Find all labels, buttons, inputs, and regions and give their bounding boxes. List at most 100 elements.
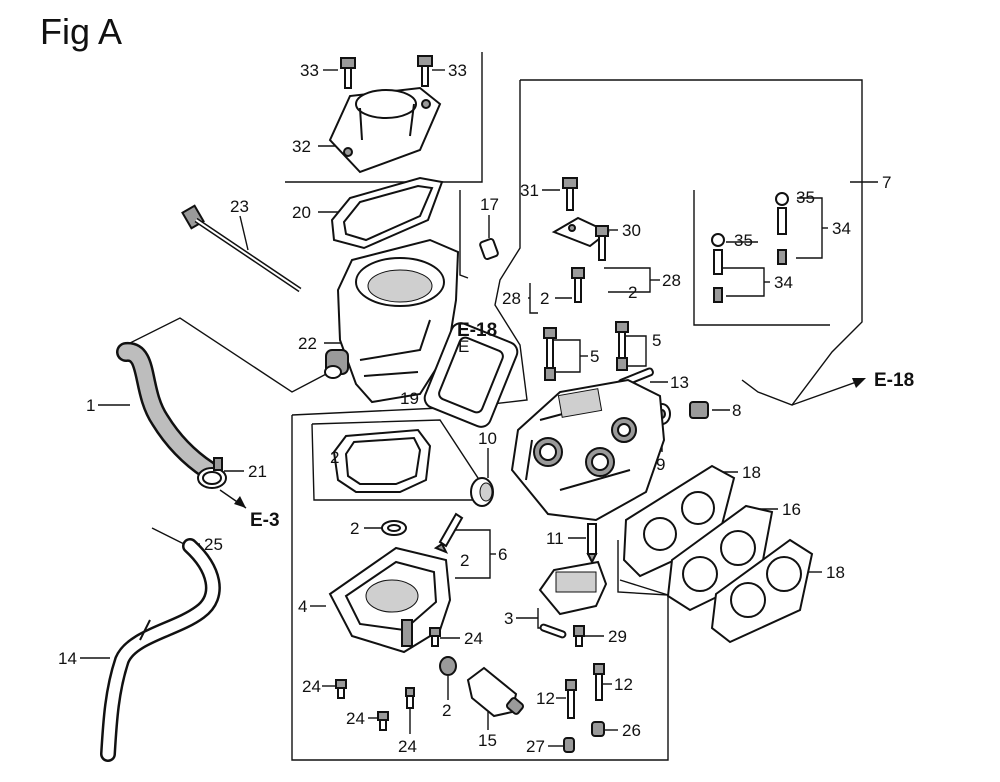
- part-label: 10: [478, 429, 497, 448]
- jet-35-b: [711, 233, 725, 303]
- part-label: 29: [608, 627, 627, 646]
- part-label: 2: [460, 551, 469, 570]
- part-label: 20: [292, 203, 311, 222]
- clamp-21: [197, 457, 227, 489]
- part-label: 16: [782, 500, 801, 519]
- part-label: 19: [400, 389, 419, 408]
- part-label: 33: [448, 61, 467, 80]
- part-label: 14: [58, 649, 77, 668]
- gasket-2-bowl: [332, 428, 432, 493]
- bolt-33-left: [340, 57, 356, 89]
- ref-label-e18-left: E-18: [457, 320, 497, 341]
- part-label: 33: [300, 61, 319, 80]
- ref-label-e3: E-3: [250, 510, 280, 531]
- jet-35-a: [775, 192, 789, 265]
- part-label: 2: [330, 448, 339, 467]
- screw-5-a: [543, 327, 557, 381]
- bolt-33-right: [417, 55, 433, 87]
- part-label: 3: [504, 609, 513, 628]
- part-label: 6: [498, 545, 507, 564]
- part-label: 34: [774, 273, 793, 292]
- screw-28-b: [595, 225, 609, 261]
- float-3: [538, 560, 608, 639]
- gasket-20: [330, 176, 444, 250]
- part-label: 28: [502, 289, 521, 308]
- part-label: 32: [292, 137, 311, 156]
- nut-26: [591, 721, 605, 737]
- gasket-18-lower: [710, 538, 814, 644]
- part-label: E: [458, 337, 469, 356]
- part-label: 18: [742, 463, 761, 482]
- leader-lines: [80, 69, 878, 747]
- part-label: 25: [204, 535, 223, 554]
- screw-29: [573, 625, 585, 647]
- screw-6: [433, 512, 464, 554]
- part-drawings: [100, 55, 814, 762]
- part-label: 4: [298, 597, 307, 616]
- part-label: 27: [526, 737, 545, 756]
- bushing-10: [470, 477, 494, 507]
- part-label: 24: [346, 709, 365, 728]
- part-label: 23: [230, 197, 249, 216]
- jet-12-b: [565, 679, 577, 719]
- part-label: 31: [520, 181, 539, 200]
- nut-8: [689, 401, 709, 419]
- part-label: 24: [464, 629, 483, 648]
- gasket-18-upper: [622, 464, 736, 578]
- part-label: 26: [622, 721, 641, 740]
- elbow-32: [328, 86, 442, 174]
- bolt-23: [181, 204, 302, 293]
- solenoid-15: [466, 666, 524, 718]
- part-label: 12: [614, 675, 633, 694]
- part-label: 12: [536, 689, 555, 708]
- figure-title: Fig A: [40, 11, 122, 52]
- part-label: 22: [298, 334, 317, 353]
- part-label: 2: [442, 701, 451, 720]
- part-label: 15: [478, 731, 497, 750]
- pin-17: [479, 237, 499, 261]
- ref-labels: E-18 E-18 E-3: [250, 320, 914, 531]
- part-labels: 33 33 32 20 23 17 31 30 7 35 34 35 34 28…: [58, 61, 891, 756]
- part-label: 17: [480, 195, 499, 214]
- nut-27: [563, 737, 575, 753]
- part-label: 24: [302, 677, 321, 696]
- gasket-16: [666, 504, 774, 612]
- screw-24-a: [429, 627, 441, 647]
- part-label: 13: [670, 373, 689, 392]
- part-label: 5: [652, 331, 661, 350]
- carburetor-body: [510, 378, 666, 522]
- part-label: 2: [628, 283, 637, 302]
- part-label: 35: [734, 231, 753, 250]
- part-label: 5: [590, 347, 599, 366]
- part-label: 2: [350, 519, 359, 538]
- part-label: 11: [546, 529, 564, 548]
- housing-22: [324, 238, 460, 404]
- float-bowl-4: [328, 546, 452, 654]
- ref-label-e18-right: E-18: [874, 370, 914, 391]
- part-label: 34: [832, 219, 851, 238]
- part-label: 2: [540, 289, 549, 308]
- part-label: 24: [398, 737, 417, 756]
- ring-2-solenoid: [439, 656, 457, 676]
- jet-12-a: [593, 663, 605, 701]
- screw-24-d: [405, 687, 415, 709]
- part-label: 21: [248, 462, 267, 481]
- part-label: 18: [826, 563, 845, 582]
- screw-5-b: [615, 321, 629, 371]
- screw-28-a: [571, 267, 585, 303]
- screw-24-c: [377, 711, 389, 731]
- hose-1: [116, 342, 218, 480]
- part-label: 7: [882, 173, 891, 192]
- screw-24-b: [335, 679, 347, 699]
- part-label: 35: [796, 188, 815, 207]
- part-label: 9: [656, 455, 665, 474]
- part-label: 8: [732, 401, 741, 420]
- part-label: 28: [662, 271, 681, 290]
- tube-14: [100, 538, 221, 762]
- part-label: 30: [622, 221, 641, 240]
- screw-31: [562, 177, 578, 211]
- group-outlines: [285, 52, 863, 761]
- ring-2: [381, 520, 407, 536]
- gasket-19: [423, 322, 519, 428]
